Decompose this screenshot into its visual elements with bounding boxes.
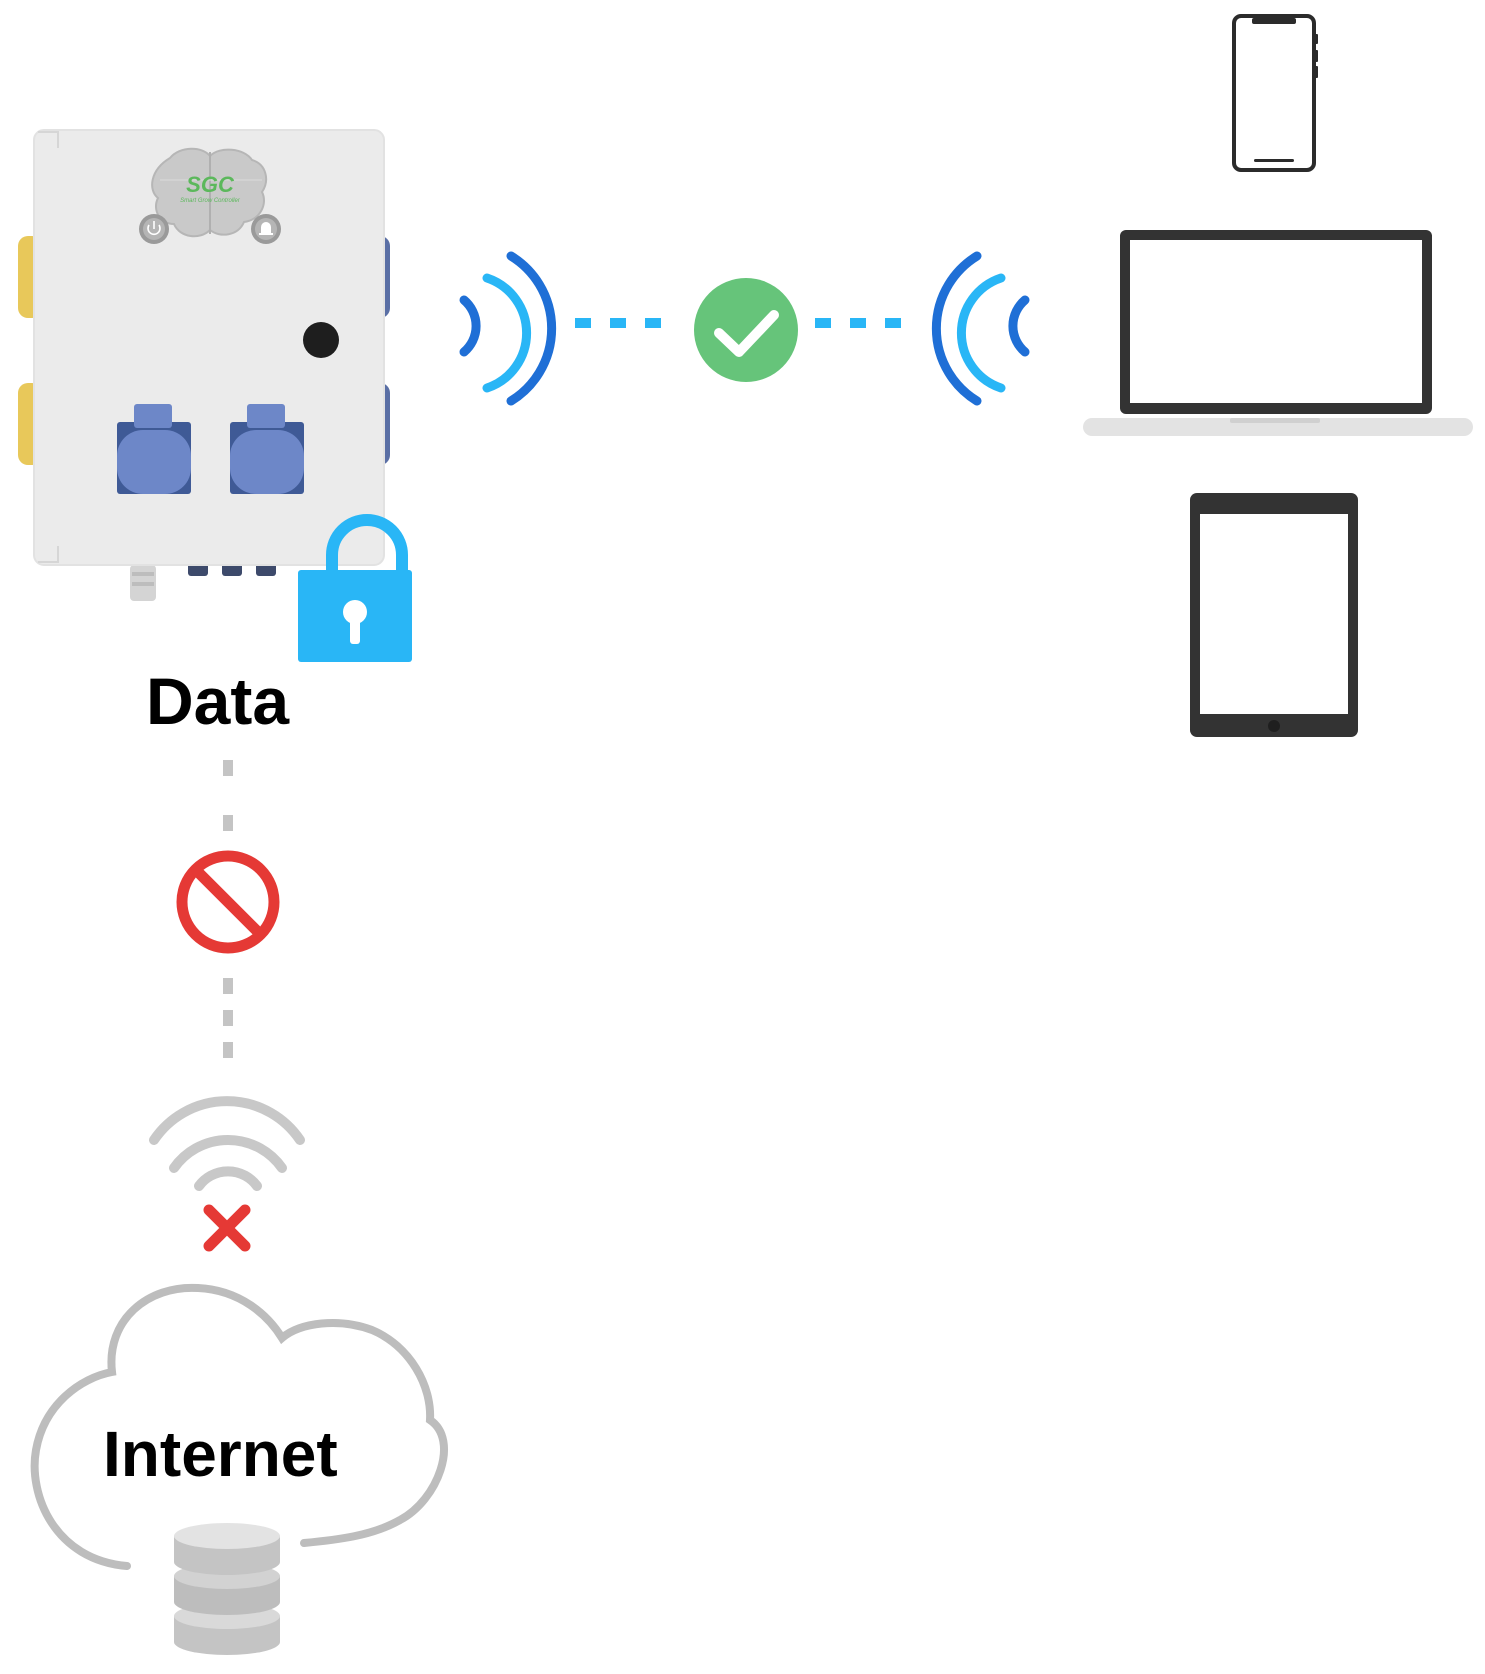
open-padlock-icon xyxy=(298,514,412,662)
controller-logo: SGC Smart Grow Controller xyxy=(151,147,268,238)
knob-icon xyxy=(303,322,339,358)
database-icon xyxy=(174,1523,280,1655)
cross-icon xyxy=(203,1204,251,1252)
wireless-signal-left-icon xyxy=(459,251,557,406)
internet-label: Internet xyxy=(103,1418,338,1490)
alarm-button-icon xyxy=(251,214,281,244)
cloud-icon xyxy=(30,1283,448,1570)
socket-left-icon xyxy=(117,404,191,494)
wireless-signal-right-icon xyxy=(931,251,1030,406)
socket-right-icon xyxy=(230,404,304,494)
tablet-icon xyxy=(1190,493,1358,737)
controller-logo-subtitle: Smart Grow Controller xyxy=(180,198,241,204)
smart-grow-controller-icon: SGC Smart Grow Controller xyxy=(18,129,390,601)
blocked-link-dashes-top xyxy=(223,760,233,831)
link-dashes-right xyxy=(815,318,901,328)
wifi-icon xyxy=(149,1096,305,1191)
data-label: Data xyxy=(146,664,290,738)
checkmark-circle-icon xyxy=(694,278,798,382)
controller-logo-text: SGC xyxy=(186,172,235,197)
link-dashes-left xyxy=(575,318,661,328)
power-button-icon xyxy=(139,214,169,244)
blocked-link-dashes-bottom xyxy=(223,978,233,1058)
no-entry-icon xyxy=(176,850,280,954)
laptop-icon xyxy=(1083,230,1473,436)
smartphone-icon xyxy=(1232,14,1318,172)
